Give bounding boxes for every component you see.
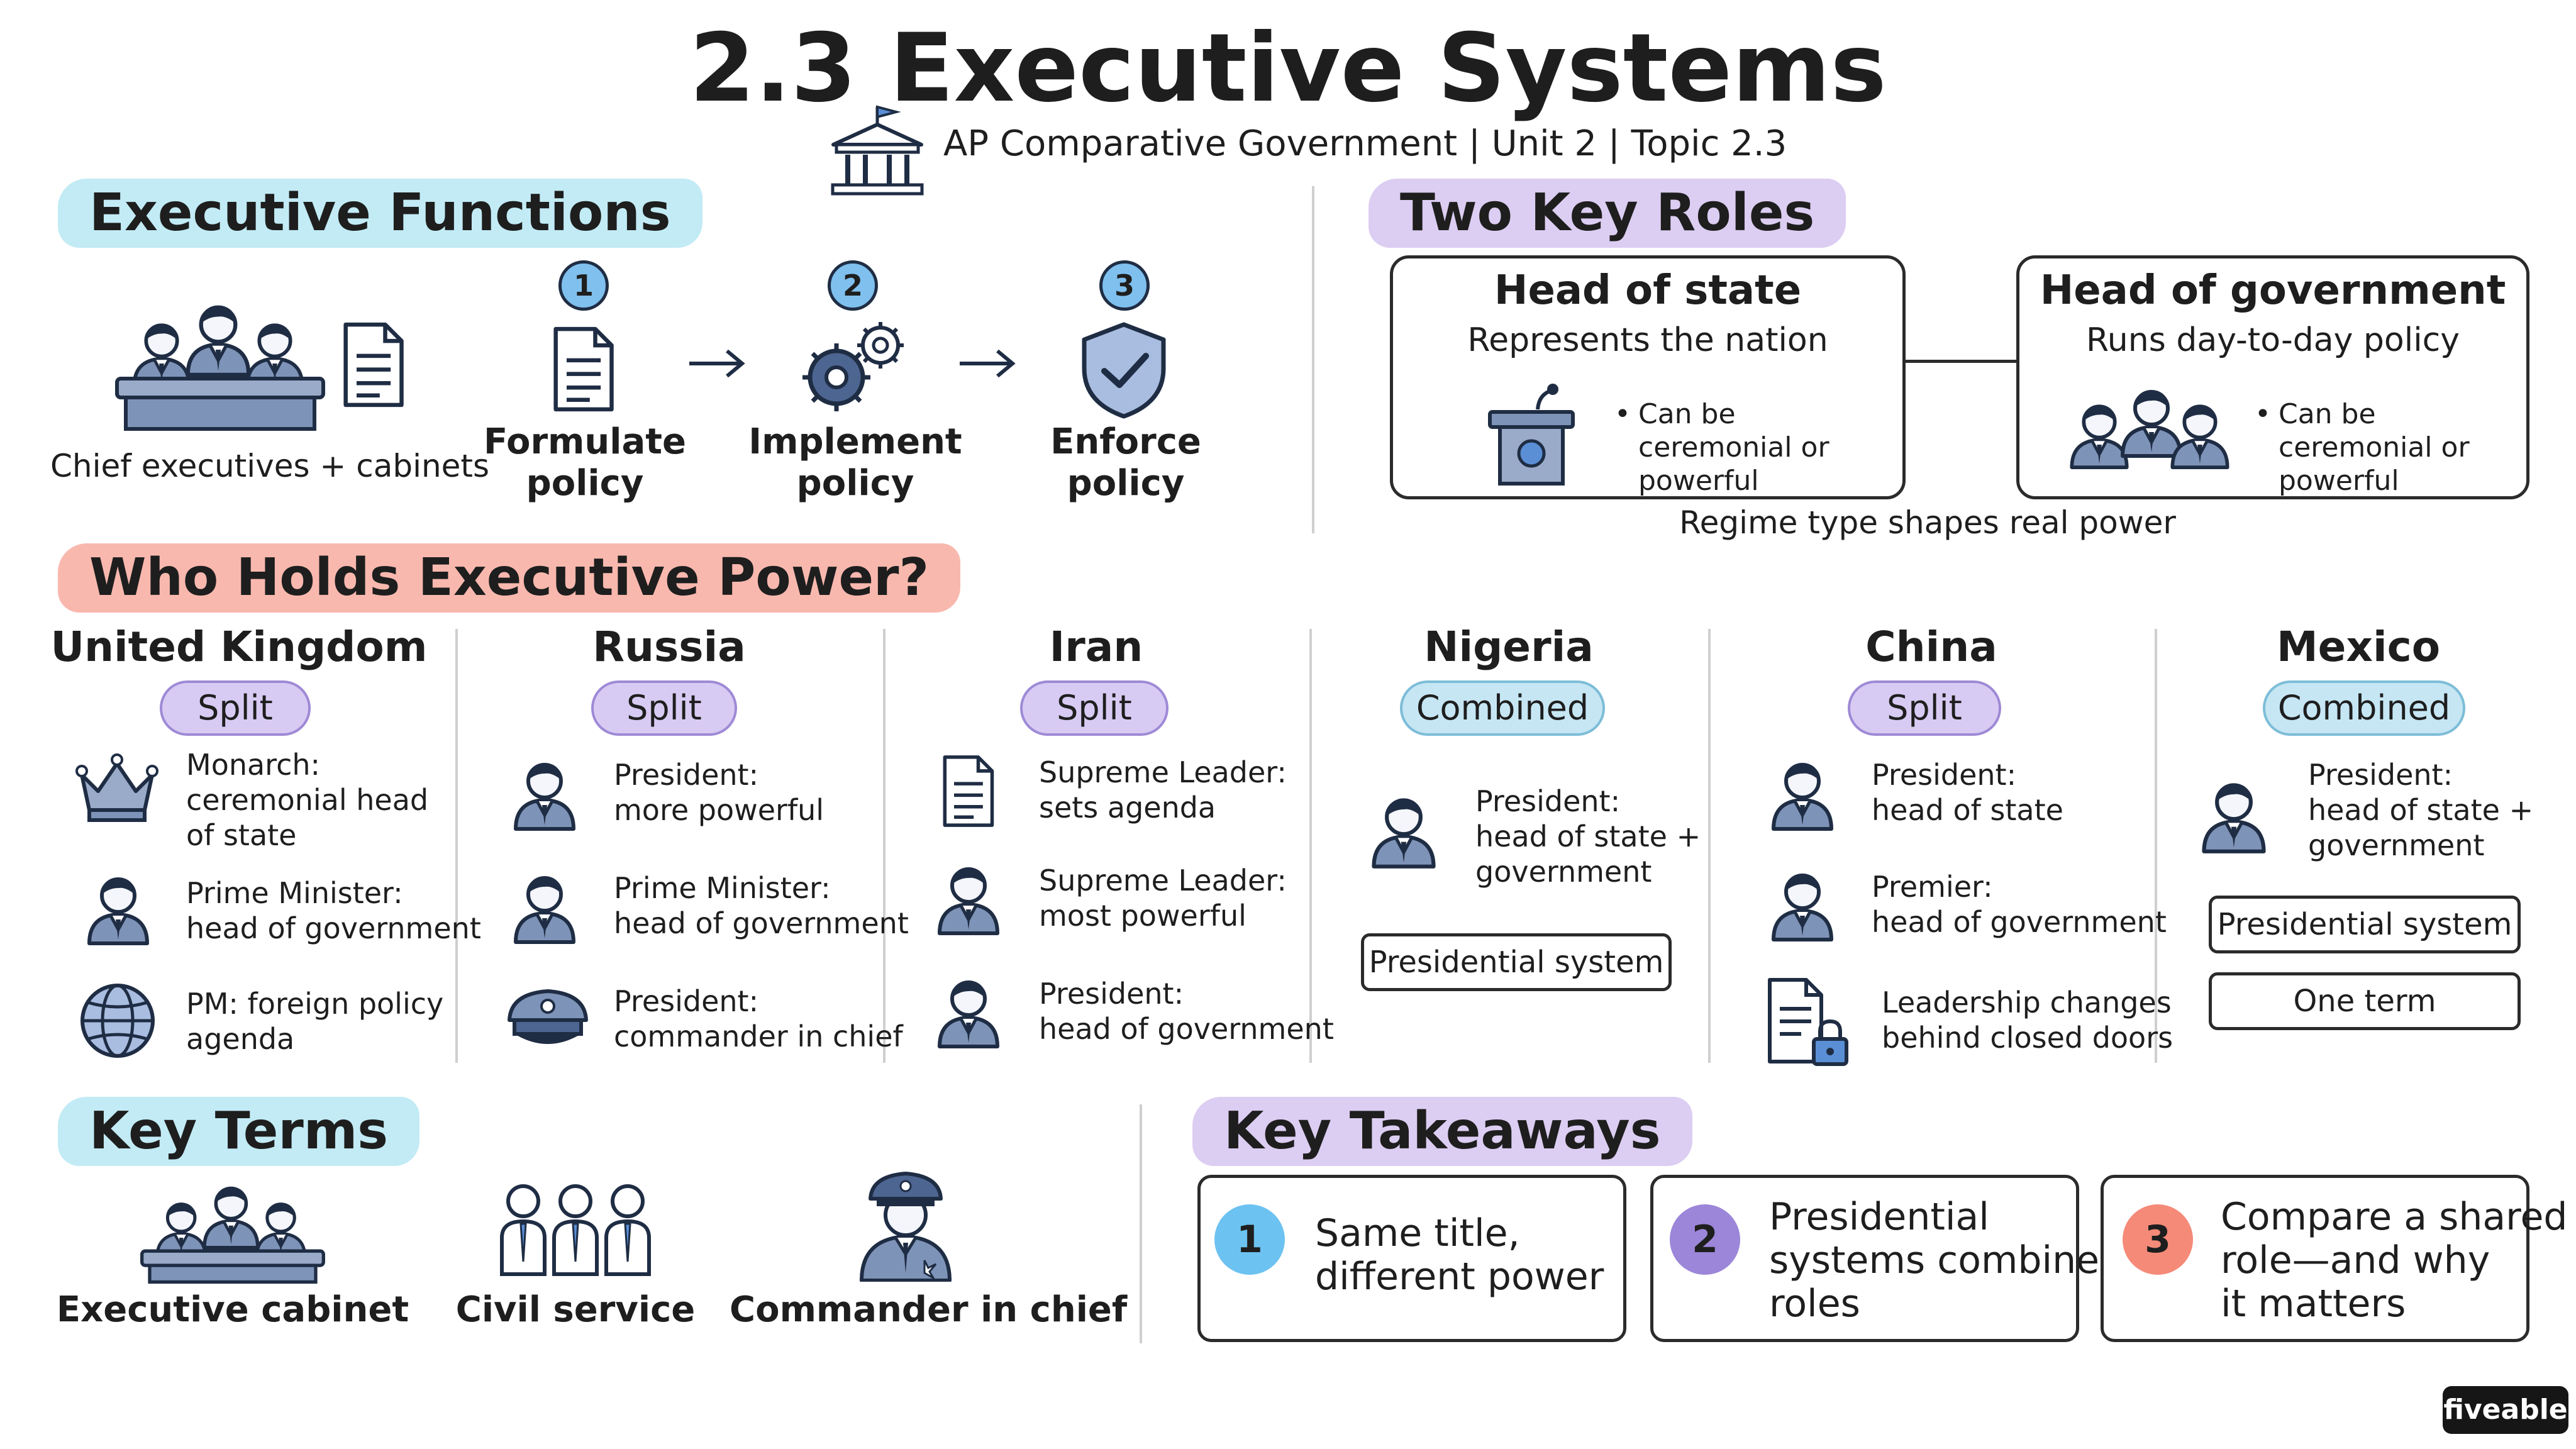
takeaway-card-2: 2 Presidential systems combine roles (1650, 1175, 2099, 1342)
group-people-icon (2063, 378, 2233, 472)
nigeria-entry-1: President: head of state + government (1475, 784, 1701, 889)
head-of-state-bullet: Can be ceremonial or powerful (1638, 398, 1829, 497)
military-cap-icon (508, 989, 588, 1044)
formulate-document-icon (542, 322, 624, 416)
takeaway-1-badge: 1 (1214, 1204, 1285, 1275)
head-of-state-subtitle: Represents the nation (1467, 321, 1828, 359)
person-icon (931, 859, 1006, 937)
uk-entry-2: Prime Minister: head of government (186, 876, 481, 946)
china-entry-1: President: head of state (1872, 758, 2063, 828)
step-1-label: Formulate policy (483, 421, 687, 504)
takeaway-card-3: 3 Compare a shared role—and why it matte… (2101, 1175, 2567, 1342)
regime-pill-russia: Split (591, 680, 737, 736)
china-entry-2: Premier: head of government (1872, 870, 2167, 940)
regime-pill-mexico: Combined (2263, 680, 2465, 736)
locked-document-icon (1768, 978, 1848, 1066)
uk-entry-1: Monarch: ceremonial head of state (186, 748, 429, 853)
crown-icon (75, 753, 158, 822)
person-icon (1765, 865, 1840, 943)
workers-icon (500, 1184, 651, 1276)
iran-entry-2: Supreme Leader: most powerful (1039, 863, 1287, 933)
person-icon (1365, 790, 1443, 870)
regime-pill-uk: Split (160, 680, 311, 736)
gears-icon (802, 322, 904, 411)
page-title: 2.3 Executive Systems (689, 14, 1887, 123)
takeaway-3-badge: 3 (2123, 1204, 2193, 1275)
key-takeaways-heading: Key Takeaways (1192, 1097, 1692, 1167)
head-of-government-title: Head of government (2040, 267, 2506, 314)
step-2-badge: 2 (828, 260, 878, 311)
step-3-badge: 3 (1099, 260, 1150, 311)
regime-pill-iran: Split (1020, 680, 1169, 736)
shield-check-icon (1082, 322, 1166, 419)
term-commander-in-chief: Commander in chief (730, 1289, 1128, 1330)
russia-entry-3: President: commander in chief (614, 984, 903, 1054)
iran-entry-1: Supreme Leader: sets agenda (1039, 755, 1287, 825)
nigeria-presidential-system-box: Presidential system (1361, 933, 1672, 991)
takeaway-2-badge: 2 (1670, 1204, 1740, 1275)
capitol-building-icon (831, 105, 924, 196)
step-3-label: Enforce policy (1050, 421, 1201, 504)
country-name-mexico: Mexico (2276, 623, 2441, 671)
country-name-nigeria: Nigeria (1424, 623, 1594, 671)
executive-functions-heading: Executive Functions (58, 179, 702, 248)
head-of-government-bullet: Can be ceremonial or powerful (2279, 398, 2470, 497)
term-executive-cabinet: Executive cabinet (56, 1289, 409, 1330)
mexico-presidential-system-box: Presidential system (2209, 896, 2521, 953)
roles-caption: Regime type shapes real power (1679, 504, 2176, 541)
roles-connector (1906, 360, 2016, 363)
regime-pill-china: Split (1848, 680, 2001, 736)
arrow-right-icon (960, 349, 1016, 378)
cabinet-label: Chief executives + cabinets (50, 448, 490, 484)
person-icon (80, 869, 156, 947)
takeaway-1-text: Same title, different power (1315, 1211, 1604, 1299)
country-name-russia: Russia (592, 623, 746, 671)
mexico-entry-1: President: head of state + government (2308, 758, 2534, 863)
person-icon (2195, 775, 2273, 855)
takeaway-card-1: 1 Same title, different power (1197, 1175, 1626, 1342)
cabinet-icon (140, 1174, 325, 1284)
two-key-roles-heading: Two Key Roles (1368, 179, 1846, 248)
regime-pill-nigeria: Combined (1400, 680, 1605, 736)
takeaway-2-text: Presidential systems combine roles (1769, 1195, 2100, 1326)
mexico-one-term-box: One term (2209, 972, 2521, 1030)
person-icon (1765, 755, 1840, 833)
country-name-uk: United Kingdom (50, 623, 428, 671)
head-of-state-title: Head of state (1494, 267, 1802, 314)
head-of-state-card: Head of state Represents the nation • Ca… (1390, 255, 1906, 499)
head-of-government-card: Head of government Runs day-to-day polic… (2016, 255, 2529, 499)
step-1-badge: 1 (558, 260, 609, 311)
divider-vertical (1312, 186, 1314, 533)
arrow-right-icon (689, 349, 745, 378)
person-icon (507, 755, 582, 833)
who-holds-heading: Who Holds Executive Power? (58, 543, 961, 613)
fiveable-logo: fiveable (2443, 1386, 2568, 1434)
document-icon (332, 314, 414, 415)
officer-icon (860, 1172, 952, 1282)
head-of-government-subtitle: Runs day-to-day policy (2085, 321, 2460, 359)
cabinet-table-icon (115, 291, 325, 431)
takeaway-3-text: Compare a shared role—and why it matters (2221, 1195, 2568, 1326)
document-icon (933, 752, 1002, 830)
iran-entry-3: President: head of government (1039, 977, 1334, 1046)
china-entry-3: Leadership changes behind closed doors (1882, 985, 2174, 1055)
person-icon (507, 868, 582, 946)
uk-entry-3: PM: foreign policy agenda (186, 987, 444, 1057)
subtitle: AP Comparative Government | Unit 2 | Top… (943, 123, 1787, 164)
person-icon (931, 972, 1006, 1050)
key-terms-heading: Key Terms (58, 1097, 420, 1167)
country-name-iran: Iran (1049, 623, 1143, 671)
globe-icon (80, 984, 155, 1058)
step-2-label: Implement policy (748, 421, 962, 504)
divider-vertical-bottom (1140, 1104, 1142, 1343)
russia-entry-1: President: more powerful (614, 758, 824, 828)
russia-entry-2: Prime Minister: head of government (614, 871, 909, 941)
country-name-china: China (1865, 623, 1997, 671)
podium-icon (1488, 384, 1575, 486)
term-civil-service: Civil service (455, 1289, 696, 1330)
